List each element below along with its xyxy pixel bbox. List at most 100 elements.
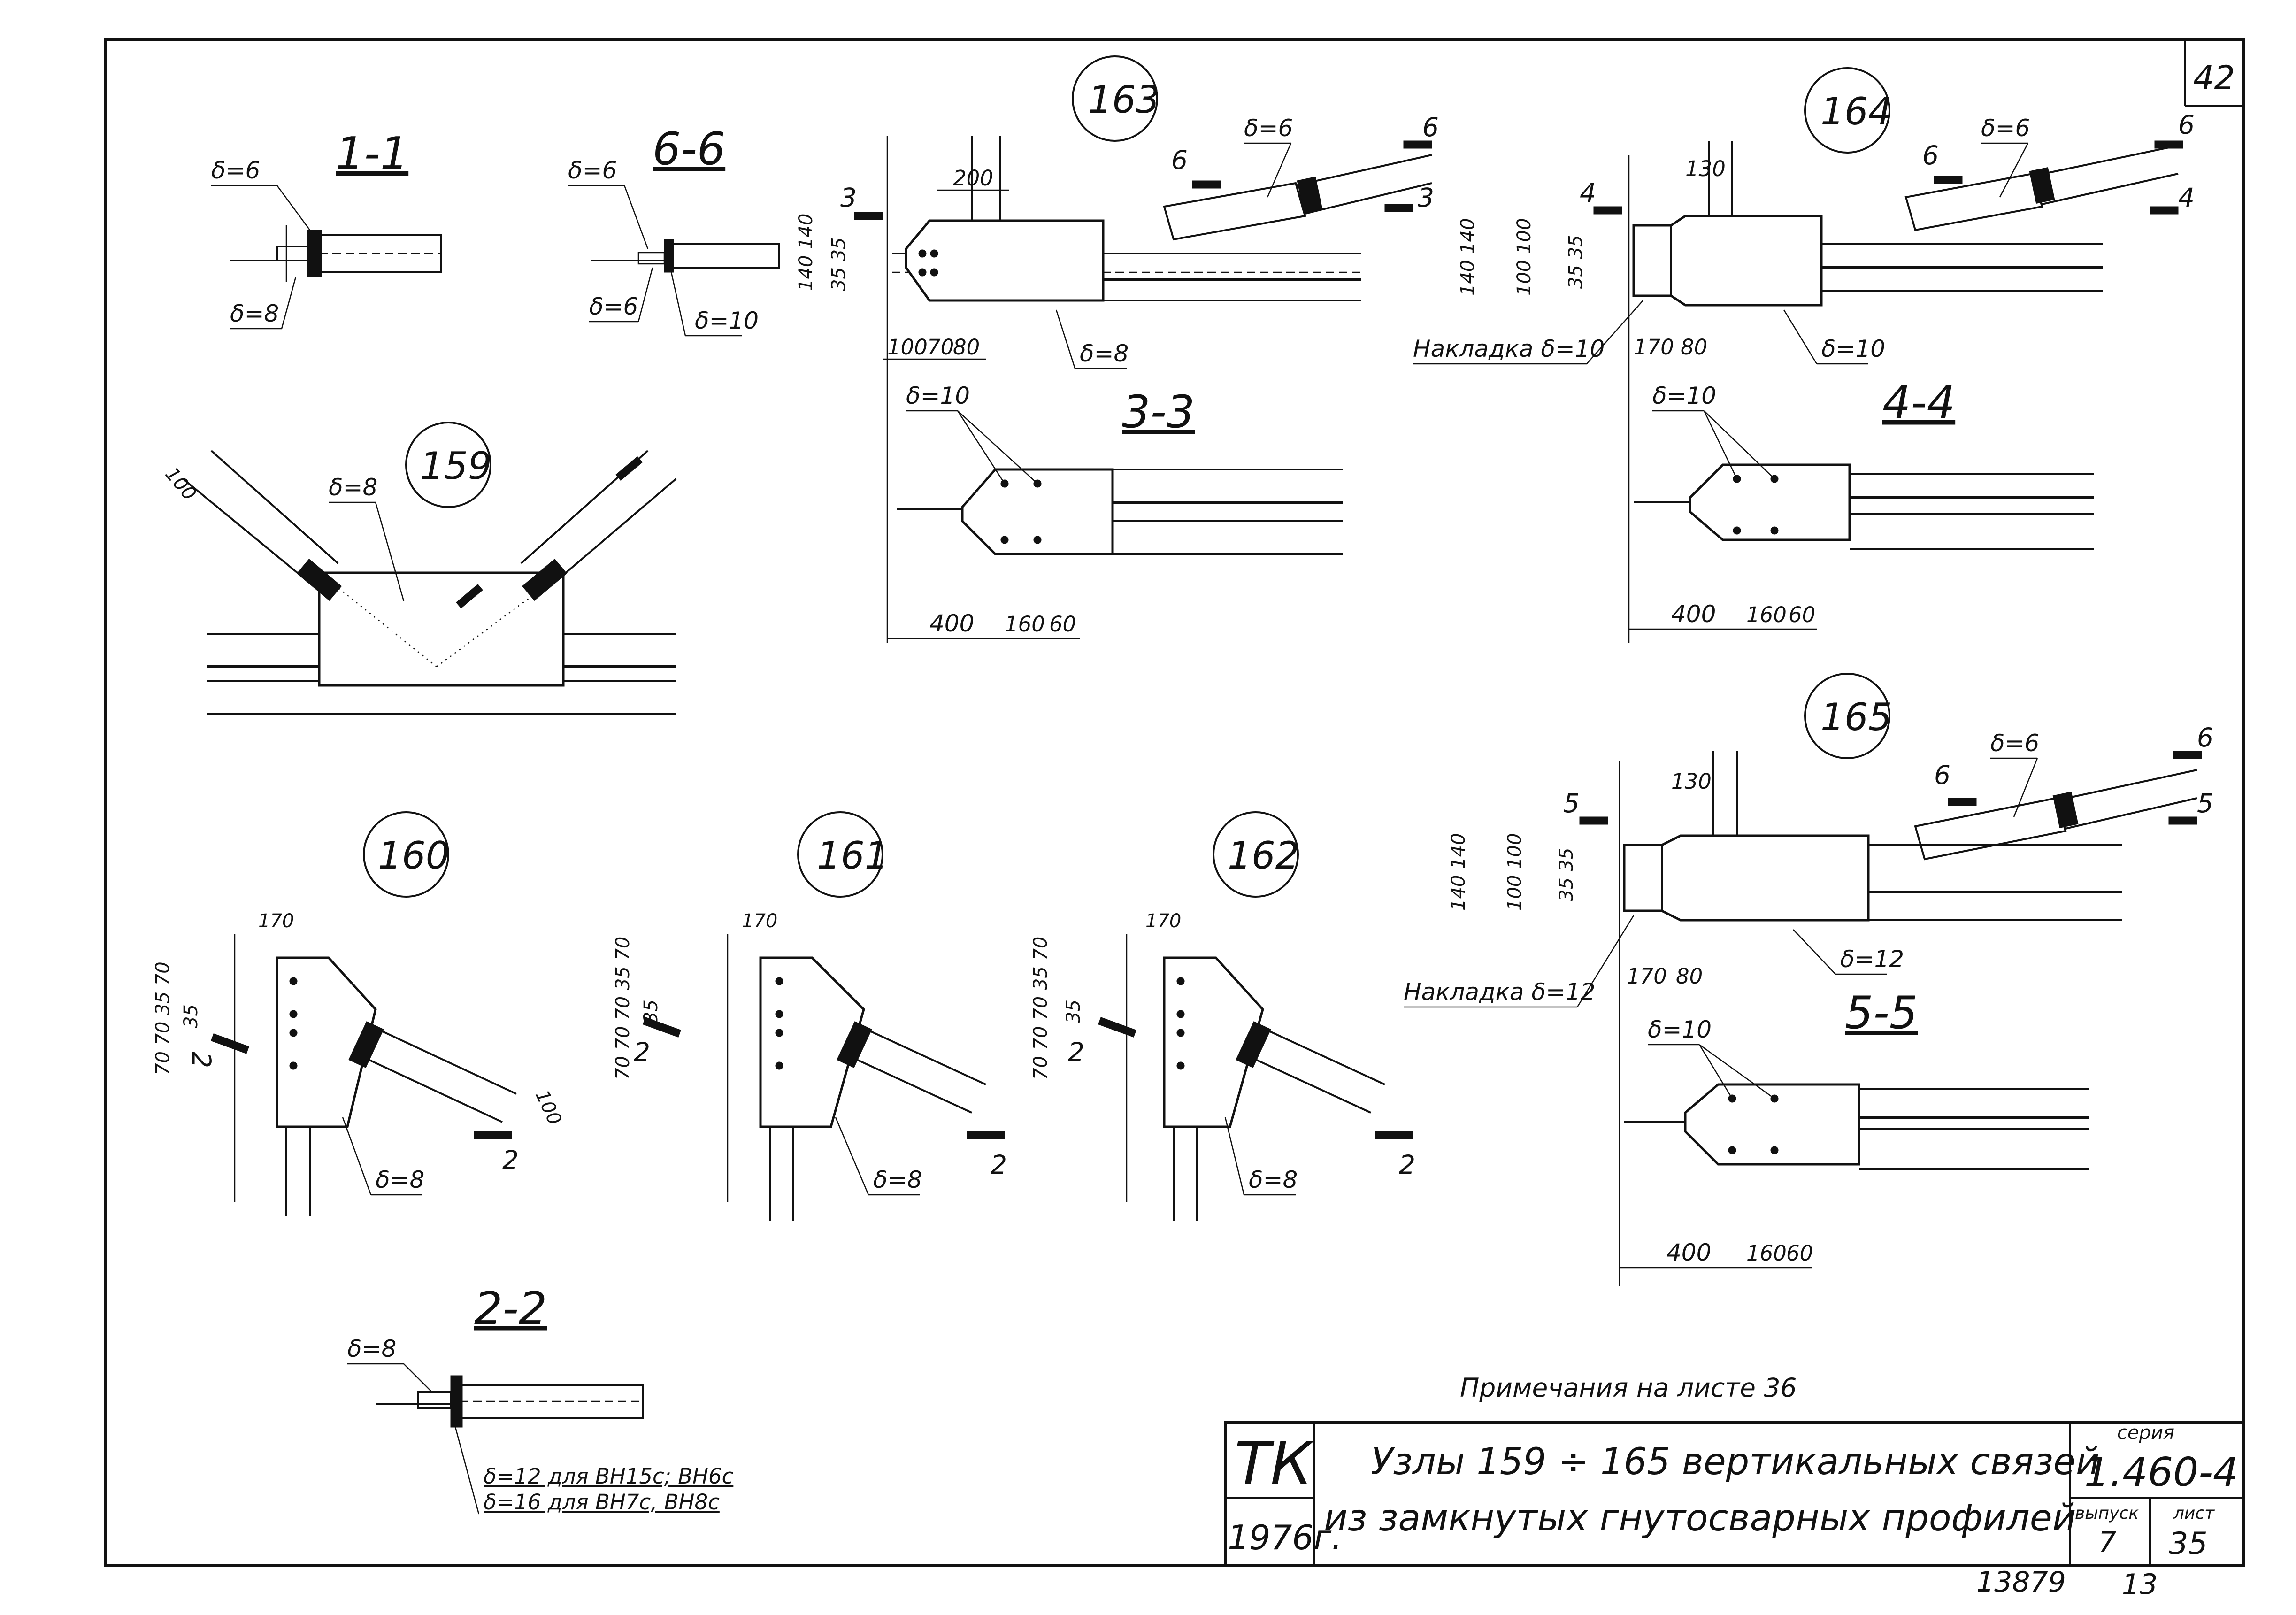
title-block: ТК 1976г. Узлы 159 ÷ 165 вертикальных св…	[1224, 1421, 2245, 1567]
node-164-vdims2: 100 100	[1513, 218, 1535, 296]
section-3-3-dim-400: 400	[929, 610, 974, 637]
node-160-cut-left: 2	[186, 1052, 216, 1068]
node-163-id: 163	[1088, 78, 1160, 122]
node-159: 159 δ=8 100	[161, 422, 677, 715]
section-6-6-title: 6-6	[653, 123, 725, 175]
section-3-3: 3-3 δ=10 400 160 60	[887, 382, 1343, 639]
section-3-3-dim-60: 60	[1049, 612, 1076, 637]
node-162-vdims: 70 70 70 35 70	[1030, 937, 1052, 1080]
node-161-cut-left: 2	[634, 1037, 650, 1067]
section-5-5: 5-5 δ=10 400 160 60	[1620, 987, 2089, 1269]
series-value: 1.460-4	[2084, 1449, 2238, 1496]
node-160-id: 160	[378, 834, 450, 877]
sheet-frame: 42	[104, 38, 2245, 1567]
node-161-delta: δ=8	[873, 1166, 922, 1193]
section-4-4: 4-4 δ=10 400 160 60	[1629, 377, 2094, 630]
section-5-5-title: 5-5	[1845, 987, 1918, 1039]
node-165-delta-brace: δ=6	[1990, 730, 2039, 757]
node-165-delta-bot: δ=12	[1840, 946, 1904, 973]
sheet-label: лист	[2173, 1504, 2215, 1523]
node-164-cut6-right: 6	[2178, 110, 2195, 140]
node-162: 162 2 2 δ=8 170 70 70 70 35 70 35	[1030, 811, 1415, 1221]
node-163-cut3-left: 3	[840, 183, 857, 213]
node-165-top-dim: 130	[1671, 769, 1712, 794]
node-164-bdim-1: 170	[1634, 335, 1674, 360]
node-165-vdims3: 35 35	[1556, 847, 1577, 901]
node-163-delta-brace: δ=6	[1244, 115, 1293, 142]
node-165-vdims2: 100 100	[1504, 833, 1526, 911]
node-162-vdim2: 35	[1063, 1000, 1084, 1023]
section-4-4-dim-160: 160	[1746, 602, 1787, 627]
node-164: 164 δ=6 δ=10 Накладка δ=10 4 4 6 6 130 1…	[1413, 67, 2195, 643]
section-3-3-title: 3-3	[1122, 386, 1195, 438]
node-164-cut4-right: 4	[2178, 183, 2195, 213]
section-1-1-delta-top: δ=6	[211, 157, 260, 184]
node-164-cut6-left: 6	[1922, 140, 1939, 170]
node-164-cut4-left: 4	[1580, 178, 1596, 208]
title-block-org: ТК	[1235, 1430, 1314, 1498]
section-5-5-delta: δ=10	[1648, 1016, 1712, 1043]
node-163-top-dim: 200	[953, 166, 993, 191]
node-162-delta: δ=8	[1249, 1166, 1298, 1193]
node-160: 160 2 2 δ=8 170 70 70 35 70 35 100	[152, 811, 566, 1216]
series-label: серия	[2117, 1422, 2174, 1444]
section-5-5-dim-60: 60	[1786, 1241, 1813, 1266]
section-2-2-note2: δ=16 для ВН7с, ВН8с	[484, 1490, 720, 1515]
node-165-id: 165	[1820, 695, 1892, 739]
node-162-cut-right: 2	[1399, 1150, 1415, 1180]
node-165-bdim-2: 80	[1676, 964, 1703, 989]
node-164-delta-brace: δ=6	[1981, 115, 2030, 142]
node-162-cut-left: 2	[1068, 1037, 1084, 1067]
node-159-id: 159	[420, 444, 492, 488]
node-164-overlay: Накладка δ=10	[1413, 335, 1605, 362]
node-161-vdim2: 35	[640, 1000, 662, 1023]
node-165-cut5-left: 5	[1563, 788, 1580, 818]
section-4-4-title: 4-4	[1882, 377, 1955, 429]
node-160-delta: δ=8	[376, 1166, 424, 1193]
node-160-cut-right: 2	[502, 1145, 519, 1175]
node-163-vdims2: 35 35	[828, 237, 850, 291]
node-165: 165 δ=6 δ=12 Накладка δ=12 5 5 6 6 130 1…	[1404, 673, 2213, 1286]
node-160-dim: 100	[531, 1087, 566, 1129]
section-1-1: 1-1 δ=6 δ=8	[211, 128, 442, 330]
section-6-6-delta-right: δ=10	[695, 307, 759, 334]
node-160-vdim2: 35	[180, 1004, 202, 1028]
section-5-5-dim-400: 400	[1666, 1239, 1711, 1266]
title-block-year: 1976г.	[1228, 1518, 1342, 1557]
section-1-1-delta-bot: δ=8	[230, 300, 279, 327]
node-162-top-dim: 170	[1145, 910, 1181, 932]
node-164-id: 164	[1820, 90, 1892, 133]
node-165-vdims: 140 140	[1448, 833, 1469, 911]
node-164-delta-bot: δ=10	[1821, 335, 1885, 362]
node-165-cut6-left: 6	[1934, 760, 1950, 790]
issue-value: 7	[2098, 1526, 2116, 1559]
section-2-2: 2-2 δ=8 δ=12 для ВН15с; ВН6с δ=16 для ВН…	[347, 1283, 734, 1515]
node-159-dim: 100	[161, 463, 200, 505]
node-164-vdims: 140 140	[1457, 218, 1479, 296]
node-165-overlay: Накладка δ=12	[1404, 978, 1595, 1006]
section-2-2-title: 2-2	[474, 1283, 547, 1335]
node-163-cut6-left: 6	[1171, 145, 1188, 175]
notes-reference: Примечания на листе 36	[1460, 1373, 1797, 1403]
node-165-cut5-right: 5	[2197, 788, 2213, 818]
footer-inventory-number: 13879	[1976, 1566, 2066, 1599]
section-4-4-dim-60: 60	[1789, 602, 1815, 627]
node-164-bdim-2: 80	[1681, 335, 1707, 360]
title-block-line1: Узлы 159 ÷ 165 вертикальных связей	[1371, 1441, 2100, 1483]
title-block-line2: из замкнутых гнутосварных профилей	[1324, 1497, 2076, 1539]
section-3-3-dim-160: 160	[1005, 612, 1045, 637]
node-163: 163 δ=6 δ=8 3 3 6 6 20	[795, 55, 1439, 643]
section-1-1-title: 1-1	[336, 128, 408, 180]
sheet-number: 42	[2193, 59, 2235, 97]
node-161-vdims: 70 70 70 35 70	[612, 937, 634, 1080]
node-164-top-dim: 130	[1685, 156, 1726, 181]
node-163-bdim-1: 100	[887, 335, 928, 360]
node-165-bottom-dims: 170 80	[1627, 964, 1703, 989]
section-4-4-delta: δ=10	[1652, 382, 1716, 409]
node-163-bdim-3: 80	[953, 335, 980, 360]
node-161-top-dim: 170	[742, 910, 777, 932]
node-160-top-dim: 170	[258, 910, 294, 932]
node-164-bottom-dims: 170 80	[1634, 335, 1707, 360]
section-6-6-delta-top: δ=6	[568, 157, 617, 184]
